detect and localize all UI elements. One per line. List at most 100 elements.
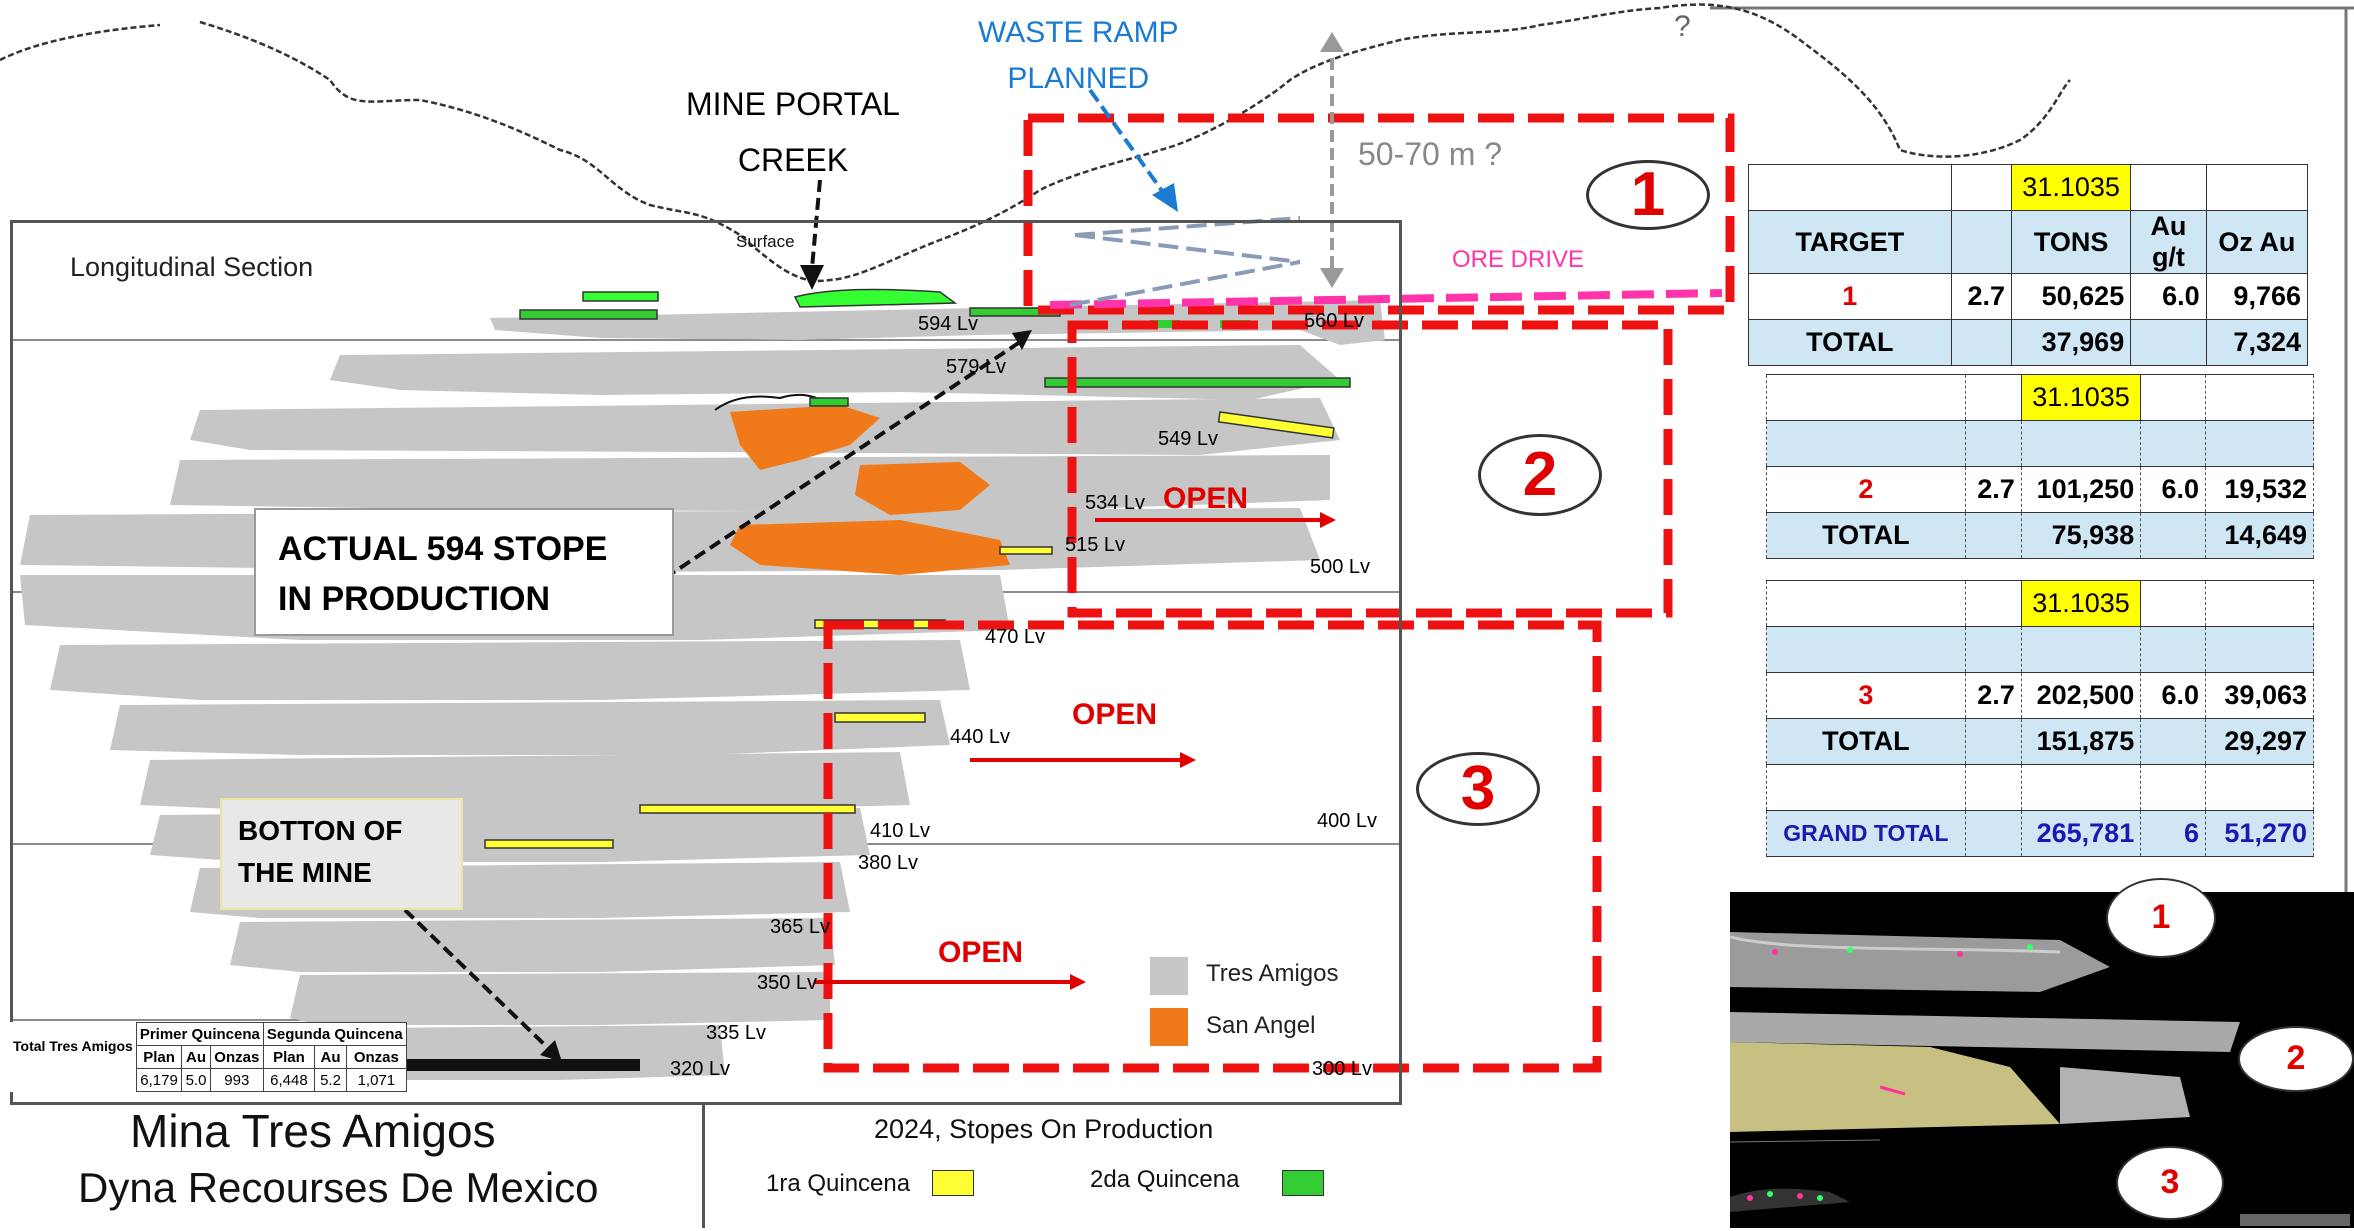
ore-drive-line xyxy=(1049,289,1723,309)
legend-swatch-san-angel xyxy=(1150,1008,1188,1046)
legend-q2-swatch xyxy=(1282,1170,1324,1196)
open-label: OPEN xyxy=(1163,482,1249,515)
open-arrows xyxy=(815,518,1320,984)
value-cell: 19,532 xyxy=(2205,466,2314,513)
value-cell: 2.7 xyxy=(1964,466,2022,513)
value-cell xyxy=(1964,718,2022,765)
value-cell: 39,063 xyxy=(2205,672,2314,719)
value-cell: 29,297 xyxy=(2205,718,2314,765)
level-label: 400 Lv xyxy=(1317,810,1378,832)
question-top-label: ? xyxy=(1674,10,1691,43)
level-label: 320 Lv xyxy=(670,1058,731,1080)
level-label: 515 Lv xyxy=(1065,534,1126,556)
value-cell: 101,250 xyxy=(2020,466,2142,513)
level-label: 500 Lv xyxy=(1310,556,1371,578)
level-label: 594 Lv xyxy=(918,313,979,335)
waste-ramp-label: WASTE RAMP PLANNED xyxy=(978,16,1179,95)
value-cell xyxy=(1950,319,2013,366)
target-cell: 3 xyxy=(1766,672,1966,719)
value-cell xyxy=(2130,319,2207,366)
total-label: TOTAL xyxy=(1766,512,1966,559)
ore-drive-label: ORE DRIVE xyxy=(1452,246,1585,273)
production-value: 6,179 xyxy=(135,1068,183,1092)
level-label: 440 Lv xyxy=(950,726,1011,748)
inset-label-1: 1 xyxy=(2106,878,2216,958)
legend-q1-swatch xyxy=(932,1170,974,1196)
production-sub-header: Au xyxy=(314,1045,347,1069)
distance-label: 50-70 m ? xyxy=(1358,136,1503,172)
grand-total-label: GRAND TOTAL xyxy=(1766,810,1966,857)
stopes-title: 2024, Stopes On Production xyxy=(874,1114,1214,1144)
total-label: TOTAL xyxy=(1748,319,1952,366)
value-cell xyxy=(2140,512,2206,559)
factor-cell: 31.1035 xyxy=(2020,374,2142,421)
target-1-table: 31.1035 TARGET TONS Au g/t Oz Au 1 2.7 5… xyxy=(1748,164,2309,366)
production-row-label: Total Tres Amigos xyxy=(13,1037,133,1054)
target-3-bubble: 3 xyxy=(1416,752,1540,826)
legend-q2-label: 2da Quincena xyxy=(1090,1166,1240,1193)
value-cell: 6.0 xyxy=(2140,466,2206,513)
title-divider xyxy=(702,1102,705,1228)
value-cell: 2.7 xyxy=(1964,672,2022,719)
header-cell: TONS xyxy=(2010,210,2132,274)
legend-q1-label: 1ra Quincena xyxy=(766,1170,911,1197)
production-value: 5.0 xyxy=(181,1068,211,1092)
level-label: 534 Lv xyxy=(1085,492,1146,514)
level-label: 380 Lv xyxy=(858,852,919,874)
production-sub-header: Au xyxy=(181,1045,211,1069)
surface-label: Surface xyxy=(736,232,795,251)
level-label: 579 Lv xyxy=(946,356,1007,378)
header-cell xyxy=(1950,210,2013,274)
production-sub-header: Onzas xyxy=(209,1045,264,1069)
topography-line xyxy=(199,3,2071,283)
target-1-box xyxy=(1023,113,1735,315)
production-value: 5.2 xyxy=(314,1068,347,1092)
legend-san-angel: San Angel xyxy=(1206,1012,1316,1039)
value-cell xyxy=(1964,512,2022,559)
production-value: 1,071 xyxy=(345,1068,407,1092)
value-cell: 75,938 xyxy=(2020,512,2142,559)
header-cell: TARGET xyxy=(1748,210,1952,274)
value-cell: 37,969 xyxy=(2010,319,2132,366)
production-value: 993 xyxy=(209,1068,264,1092)
value-cell: 151,875 xyxy=(2020,718,2142,765)
model-3d-render xyxy=(1730,932,2350,1226)
legend-swatch-tres-amigos xyxy=(1150,957,1188,995)
level-label: 410 Lv xyxy=(870,820,931,842)
value-cell: 51,270 xyxy=(2205,810,2314,857)
target-cell: 2 xyxy=(1766,466,1966,513)
value-cell: 2.7 xyxy=(1950,273,2013,320)
level-label: 335 Lv xyxy=(706,1022,767,1044)
company-name-title: Dyna Recourses De Mexico xyxy=(78,1164,599,1211)
production-sub-header: Plan xyxy=(135,1045,183,1069)
target-2-bubble: 2 xyxy=(1478,434,1602,516)
legend-tres-amigos: Tres Amigos xyxy=(1206,960,1339,987)
level-label: 300 Lv xyxy=(1312,1058,1373,1080)
target-3-table: 31.1035 3 2.7 202,500 6.0 39,063 TOTAL 1… xyxy=(1766,580,2314,857)
target-2-table: 31.1035 2 2.7 101,250 6.0 19,532 TOTAL 7… xyxy=(1766,374,2314,559)
value-cell xyxy=(1964,810,2022,857)
target-1-bubble: 1 xyxy=(1586,160,1710,230)
waste-ramp-lines xyxy=(1069,216,1301,307)
value-cell: 9,766 xyxy=(2205,273,2309,320)
level-label: 365 Lv xyxy=(770,916,831,938)
mine-name-title: Mina Tres Amigos xyxy=(130,1105,496,1157)
value-cell: 6 xyxy=(2140,810,2206,857)
stope-markers xyxy=(484,288,1351,849)
production-group-1: Primer Quincena xyxy=(135,1022,264,1046)
value-cell: 50,625 xyxy=(2010,273,2132,320)
header-cell: Oz Au xyxy=(2205,210,2309,274)
topography-line-left xyxy=(0,23,161,62)
bottom-mine-callout: BOTTON OF THE MINE xyxy=(220,798,463,910)
level-label: 549 Lv xyxy=(1158,428,1219,450)
target-2-box xyxy=(1067,320,1673,618)
target-3-box xyxy=(823,620,1602,1073)
value-cell xyxy=(2140,718,2206,765)
production-sub-header: Plan xyxy=(262,1045,316,1069)
mine-portal-label: MINE PORTAL CREEK xyxy=(686,86,900,178)
open-label: OPEN xyxy=(938,936,1024,969)
production-sub-header: Onzas xyxy=(345,1045,407,1069)
target-cell: 1 xyxy=(1748,273,1952,320)
factor-cell: 31.1035 xyxy=(2020,580,2142,627)
production-group-2: Segunda Quincena xyxy=(262,1022,407,1046)
